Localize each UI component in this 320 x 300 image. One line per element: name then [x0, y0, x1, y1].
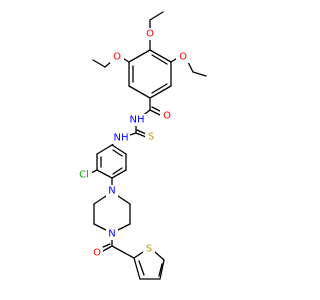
atom-symbol: O: [93, 248, 101, 259]
atom-oxygen-amide-carbonyl: O: [160, 110, 174, 122]
atom-nitrogen-thiourea: NH: [112, 132, 130, 144]
atom-sulfur-thione: S: [145, 131, 157, 143]
atom-oxygen-right-ethoxy: O: [176, 51, 190, 63]
atom-symbol: O: [113, 52, 121, 63]
atom-symbol: NH: [114, 133, 129, 144]
atom-oxygen-ketone: O: [91, 247, 103, 259]
atom-symbol: Cl: [79, 170, 89, 181]
atom-symbol: S: [148, 132, 154, 143]
atom-oxygen-left-ethoxy: O: [110, 51, 124, 63]
atom-symbol: S: [146, 244, 152, 255]
atom-symbol: NH: [130, 115, 145, 126]
atom-nitrogen-piperazine-top: N: [106, 185, 118, 197]
atom-labels: O O O O NH S NH Cl: [76, 28, 190, 259]
atom-symbol: O: [163, 111, 171, 122]
atom-symbol: N: [108, 186, 115, 197]
atom-nitrogen-piperazine-bottom: N: [106, 228, 118, 240]
atom-nitrogen-amide: NH: [128, 114, 146, 126]
atom-symbol: O: [146, 29, 154, 40]
atom-sulfur-thiophene: S: [143, 243, 155, 255]
atom-oxygen-top-ethoxy: O: [143, 28, 157, 40]
atom-chlorine: Cl: [76, 169, 92, 181]
atom-symbol: N: [108, 229, 115, 240]
molecule-structure-diagram: O O O O NH S NH Cl: [76, 11, 207, 280]
atom-symbol: O: [179, 52, 187, 63]
